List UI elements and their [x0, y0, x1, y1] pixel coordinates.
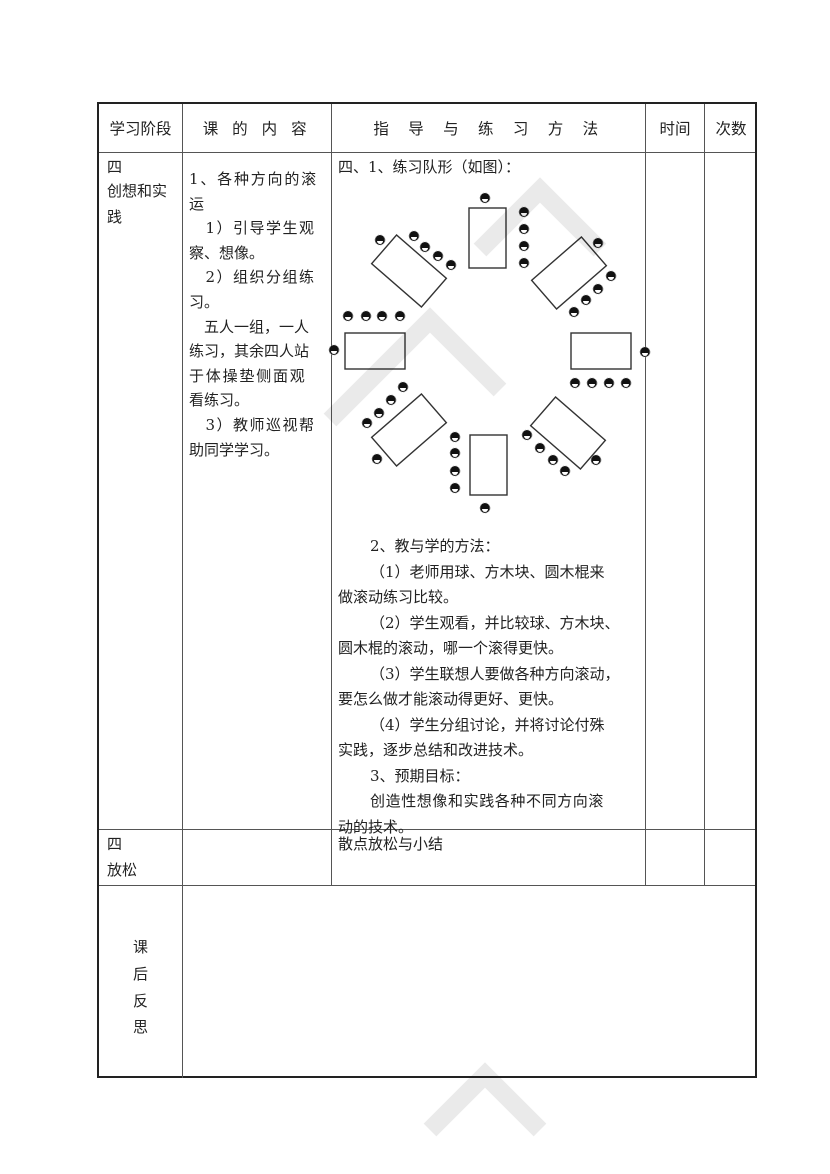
mat-bottom: [469, 434, 508, 496]
method-relax: 散点放松与小结: [338, 835, 444, 853]
teach-title: 2、教与学的方法：: [370, 537, 500, 555]
row-divider-practice: [99, 829, 755, 830]
header-stage: 学习阶段: [109, 120, 172, 138]
lesson-plan-table: 学习阶段 课的内容 指导与练习方法 时间 次数 四 创想和实 践 1、各种方向的…: [97, 102, 757, 1078]
content-line: 练习，其余四人站: [189, 342, 310, 361]
reflection-label-2: 后: [133, 965, 149, 983]
content-line: 1、各种方向的滚: [189, 170, 318, 188]
content-line: 运: [189, 194, 205, 213]
content-line: 3）教师巡视帮: [189, 415, 316, 434]
mat-top: [468, 207, 507, 269]
mat-top-right: [530, 236, 608, 310]
mat-bottom-left: [370, 393, 448, 467]
col-divider-content: [331, 104, 332, 886]
students: [328, 192, 651, 514]
goal-title: 3、预期目标：: [370, 766, 470, 785]
formation-title: 四、1、练习队形（如图）：: [338, 158, 521, 176]
mat-right: [570, 332, 632, 370]
teach-line: 实践，逐步总结和改进技术。: [338, 741, 534, 759]
content-line: 2）组织分组练: [189, 268, 316, 287]
teach-line: （1）老师用球、方木块、圆木棍来: [370, 562, 605, 581]
reflection-label-4: 思: [133, 1018, 149, 1036]
col-divider-method: [645, 104, 646, 886]
stage-practice-label-1: 创想和实: [107, 182, 168, 200]
content-line: 察、想像。: [189, 243, 265, 262]
content-line: 看练习。: [189, 391, 250, 410]
teach-line: （4）学生分组讨论，并将讨论付殊: [370, 715, 605, 734]
header-count: 次数: [715, 120, 747, 138]
teach-line: 要怎么做才能滚动得更好、更快。: [338, 690, 564, 708]
stage-relax-label: 放松: [107, 861, 138, 879]
col-divider-time: [704, 104, 705, 886]
teach-line: 圆木棍的滚动，哪一个滚得更快。: [338, 639, 564, 657]
stage-relax-number: 四: [107, 835, 123, 853]
mat-left: [344, 332, 406, 370]
header-time: 时间: [659, 120, 691, 138]
stage-practice-number: 四: [107, 158, 123, 176]
header-method: 指导与练习方法: [373, 120, 618, 138]
row-divider-header: [99, 152, 755, 153]
row-divider-relax: [99, 885, 755, 886]
content-line: 五人一组，一人: [189, 317, 310, 336]
goal-line: 动的技术。: [338, 817, 414, 836]
content-practice: 1、各种方向的滚 运 1）引导学生观 察、想像。 2）组织分组练 习。 五人一组…: [189, 167, 331, 462]
content-line: 习。: [189, 292, 220, 311]
teach-line: （3）学生联想人要做各种方向滚动，: [370, 664, 620, 683]
reflection-label-1: 课: [133, 938, 149, 956]
mat-top-left: [370, 234, 448, 308]
content-line: 1）引导学生观: [189, 219, 316, 238]
method-practice: 2、教与学的方法： （1）老师用球、方木块、圆木棍来 做滚动练习比较。 （2）学…: [338, 534, 643, 840]
stage-practice-label-2: 践: [107, 208, 123, 226]
content-line: 于体操垫侧面观: [189, 366, 307, 385]
content-line: 助同学学习。: [189, 440, 280, 459]
mat-bottom-right: [529, 396, 607, 470]
teach-line: （2）学生观看，并比较球、方木块、: [370, 613, 620, 632]
header-content: 课的内容: [202, 120, 321, 138]
teach-line: 做滚动练习比较。: [338, 588, 459, 606]
reflection-label-3: 反: [133, 992, 149, 1010]
goal-line: 创造性想像和实践各种不同方向滚: [370, 792, 605, 810]
col-divider-stage: [182, 104, 183, 1078]
